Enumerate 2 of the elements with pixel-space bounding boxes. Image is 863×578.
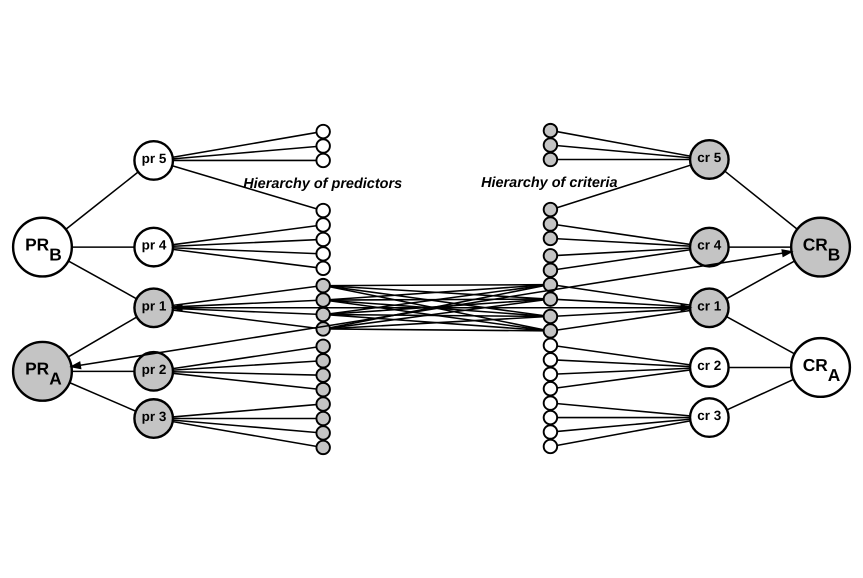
label: Hierarchy of criteria	[481, 174, 618, 191]
label: Hierarchy of predictors	[243, 176, 402, 192]
